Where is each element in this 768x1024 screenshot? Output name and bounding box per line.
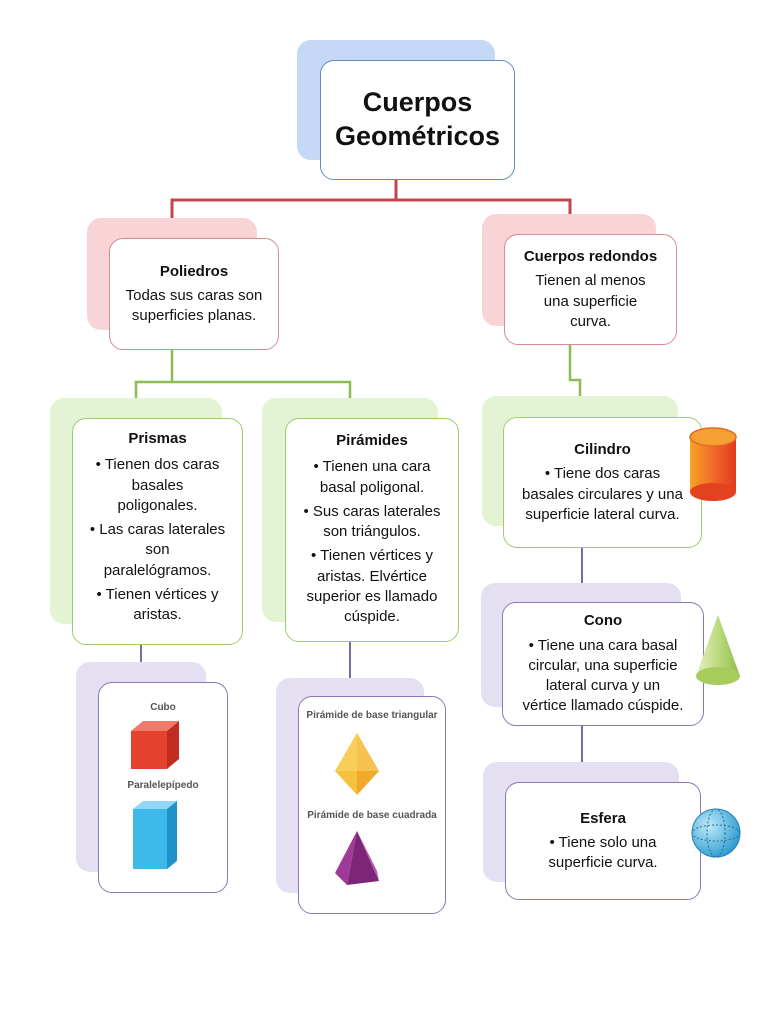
piramides-node: Pirámides • Tienen una cara basal poligo…: [285, 418, 459, 642]
poliedros-text: Todas sus caras son superficies planas.: [125, 286, 263, 325]
cilindro-node: Cilindro • Tiene dos caras basales circu…: [503, 417, 702, 548]
prismas-bullet-3: • Tienen vértices y aristas.: [96, 585, 219, 623]
yellow-pyramid-icon: [335, 733, 379, 795]
pyramid-images-node: Pirámide de base triangular Pirámide de …: [298, 696, 446, 914]
prismas-bullet-1: • Tienen dos caras basales poligonales.: [95, 456, 220, 514]
redondos-node: Cuerpos redondos Tienen al menos una sup…: [504, 234, 677, 345]
piramides-bullet-1: • Tienen una cara basal poligonal.: [313, 458, 431, 496]
red-cube-icon: [131, 721, 179, 769]
root-title: Cuerpos Geométricos: [334, 87, 501, 151]
poliedros-node: Poliedros Todas sus caras son superficie…: [109, 238, 279, 350]
piramide-cuadrada-caption: Pirámide de base cuadrada: [307, 810, 437, 821]
paralelepipedo-caption: Paralelepípedo: [127, 780, 199, 791]
piramides-title: Pirámides: [336, 432, 408, 449]
cone-icon: [696, 615, 740, 685]
prismas-node: Prismas • Tienen dos caras basales polig…: [72, 418, 243, 645]
prism-images-node: Cubo Paralelepípedo: [98, 682, 228, 893]
cono-node: Cono • Tiene una cara basal circular, un…: [502, 602, 704, 726]
esfera-title: Esfera: [580, 809, 626, 827]
redondos-text: Tienen al menos una superficie curva.: [535, 272, 646, 330]
piramides-bullet-2: • Sus caras laterales son triángulos.: [303, 502, 441, 540]
esfera-node: Esfera • Tiene solo una superficie curva…: [505, 782, 701, 900]
cono-title: Cono: [583, 612, 623, 630]
blue-box-icon: [133, 801, 177, 869]
prismas-bullet-2: • Las caras laterales son paralelógramos…: [89, 521, 226, 579]
cylinder-icon: [689, 427, 737, 501]
poliedros-title: Poliedros: [159, 262, 229, 280]
prismas-title: Prismas: [128, 430, 187, 447]
cilindro-title: Cilindro: [574, 441, 631, 458]
cilindro-text: • Tiene dos caras basales circulares y u…: [522, 465, 683, 523]
purple-pyramid-icon: [335, 831, 379, 885]
esfera-text: • Tiene solo una superficie curva.: [548, 833, 658, 872]
redondos-title: Cuerpos redondos: [523, 248, 658, 265]
piramides-bullet-3: • Tienen vértices y aristas. Elvértice s…: [306, 547, 438, 625]
piramide-triangular-caption: Pirámide de base triangular: [306, 710, 438, 721]
cubo-caption: Cubo: [150, 702, 176, 713]
root-node: Cuerpos Geométricos: [320, 60, 515, 180]
sphere-icon: [691, 808, 741, 858]
cono-text: • Tiene una cara basal circular, una sup…: [522, 636, 684, 715]
